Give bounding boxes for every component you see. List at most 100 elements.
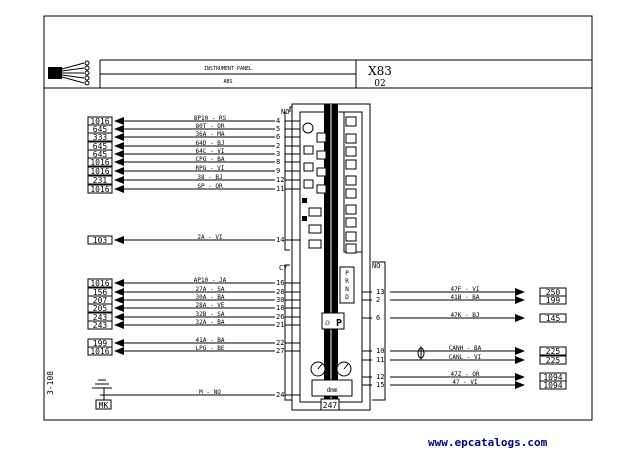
left-wire-ref-box: [87, 278, 113, 288]
left-wire-arrow: [114, 150, 124, 158]
abs-warning-icon: [316, 184, 327, 194]
left-wire-label: 32A - BA: [196, 319, 225, 326]
left-wire-label: 28A - VE: [196, 302, 225, 309]
left-wire-pin: 22: [276, 339, 284, 347]
left-wire-ref-box: [87, 132, 113, 142]
left-wire-ref: 243: [93, 321, 108, 330]
right-wire-ref: 1094: [543, 373, 562, 382]
blank-lamp-icon: [345, 159, 357, 170]
left-wire-label: 80T - OR: [196, 123, 225, 130]
left-wire-pin: 8: [276, 158, 280, 166]
left-wire-pin: 27: [276, 347, 284, 355]
left-wire-label: RPG - VI: [196, 165, 225, 172]
temperature-warning-icon: [316, 167, 327, 177]
left-wire-arrow: [114, 304, 124, 312]
lcd-display: ⅅ P: [321, 312, 345, 330]
header-title-1: INSTRUMENT PANEL: [204, 66, 252, 72]
left-wire-pin: 24: [276, 391, 284, 399]
engine-warning-icon: [316, 150, 327, 160]
diode-indicator-2: [302, 216, 307, 221]
left-wire-label: 36A - MA: [196, 131, 225, 138]
left-wire-label: SP - OR: [197, 183, 223, 190]
right-wire-arrow: [515, 314, 525, 322]
left-wire-ref-box: [87, 235, 113, 245]
right-wire-arrow: [515, 373, 525, 381]
left-wire-pin: 6: [276, 133, 280, 141]
left-wire-arrow: [114, 296, 124, 304]
right-wire-ref-box: [539, 295, 567, 305]
header-subcode: 02: [374, 79, 385, 89]
right-wire-arrow: [515, 288, 525, 296]
left-wire-ref: 1016: [90, 185, 109, 194]
instrument-panel-module: [291, 103, 371, 411]
twisted-pair-marker: [417, 346, 425, 360]
fuel-warning-icon: [345, 133, 357, 144]
left-wire-ref: 1016: [90, 117, 109, 126]
left-wire: 1016 SP - OR 11: [87, 183, 300, 194]
right-wire-label: 47Z - OR: [451, 371, 480, 378]
right-wire-arrow: [515, 296, 525, 304]
right-wire-label: CANH - BA: [449, 345, 482, 352]
right-wire-label: 41B - BA: [451, 294, 480, 301]
left-wire-arrow: [114, 313, 124, 321]
diagram-frame: [43, 15, 593, 421]
left-wire-ref: 645: [93, 125, 108, 134]
left-wire-ref-box: [87, 157, 113, 167]
right-wire-pin: 12: [376, 373, 384, 381]
left-wire-ref-box: [87, 346, 113, 356]
left-wire-label: AP10 - JA: [194, 277, 227, 284]
left-wire-label: 38 - BJ: [197, 174, 222, 181]
left-wire-arrow: [114, 117, 124, 125]
left-wire-ref: 645: [93, 150, 108, 159]
battery-warning-icon: [303, 145, 314, 155]
left-wire-label: 30A - BA: [196, 294, 225, 301]
right-wire-ref: 225: [546, 356, 561, 365]
header-title-2: ABS: [223, 79, 232, 85]
left-wire-label: 8P10 - RS: [194, 115, 227, 122]
left-wire: 243 32A - BA 21: [87, 319, 300, 330]
right-wire-label: 47F - VI: [451, 286, 480, 293]
cruise-control-icon: [345, 231, 357, 242]
page-number: 3-108: [46, 371, 55, 395]
right-wire-ref: 1094: [543, 381, 562, 390]
left-wire-pin: 14: [276, 236, 284, 244]
left-wire-arrow: [114, 321, 124, 329]
lcd-main-text: P: [336, 318, 342, 329]
left-wire-ref: 1016: [90, 279, 109, 288]
left-wire-arrow: [114, 158, 124, 166]
left-wire-pin: 3: [276, 150, 280, 158]
odometer-box: [311, 379, 353, 397]
right-wire-pin: 10: [376, 347, 384, 355]
left-wire-arrow: [114, 347, 124, 355]
left-wire-pin: 16: [276, 279, 284, 287]
left-wire-pin: 9: [276, 167, 280, 175]
connector-icon: [48, 60, 90, 86]
footer-url: www.epcatalogs.com: [428, 436, 548, 449]
left-wire-ref-box: [87, 175, 113, 185]
right-wire-label: CANL - VI: [449, 354, 482, 361]
odometer-label: dmm: [327, 387, 338, 394]
left-wire-pin: 21: [276, 321, 284, 329]
fog-light-icon: [308, 224, 322, 234]
left-wire-pin: 11: [276, 185, 284, 193]
left-wire-ref-box: [87, 303, 113, 313]
gear-label-p: P: [345, 270, 349, 277]
bottom-ref-box: [320, 398, 340, 411]
right-wire-ref: 145: [546, 314, 561, 323]
right-wire-ref: 225: [546, 347, 561, 356]
left-wire-pin: 2: [276, 142, 280, 150]
